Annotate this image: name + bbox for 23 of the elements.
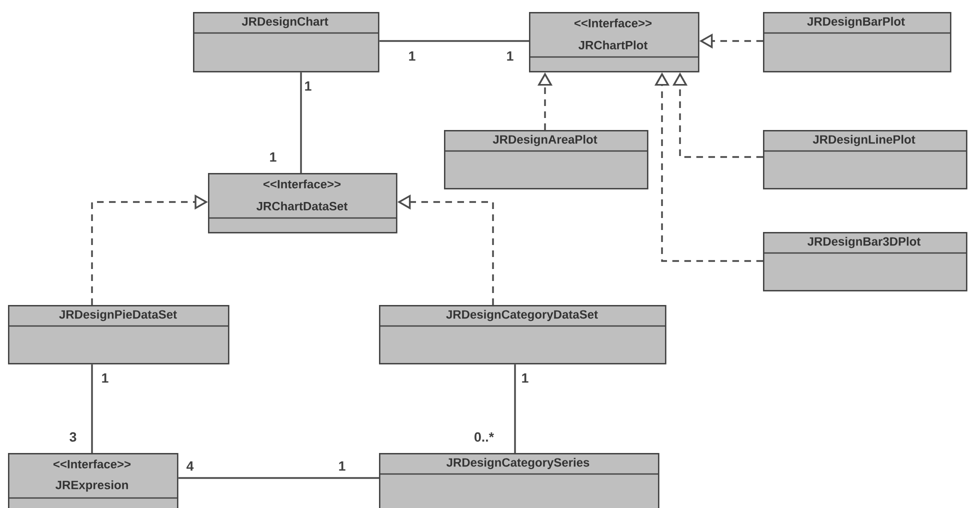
association-line bbox=[91, 364, 93, 453]
multiplicity-label: 1 bbox=[507, 51, 514, 61]
class-box: JRDesignLinePlot bbox=[763, 130, 968, 190]
class-box: JRDesignCategorySeries bbox=[379, 453, 660, 508]
multiplicity-label: 1 bbox=[522, 373, 528, 383]
class-box: JRDesignBarPlot bbox=[763, 12, 952, 72]
association-line bbox=[300, 72, 302, 173]
class-box: <<Interface>> JRChartDataSet bbox=[208, 173, 398, 234]
multiplicity-label: 1 bbox=[339, 461, 346, 471]
class-box: JRDesignAreaPlot bbox=[444, 130, 648, 190]
multiplicity-label: 1 bbox=[409, 51, 416, 61]
class-box: <<Interface>> JRExpresion bbox=[8, 453, 178, 508]
class-box: <<Interface>> JRChartPlot bbox=[529, 12, 700, 72]
multiplicity-label: 4 bbox=[186, 461, 194, 471]
multiplicity-label: 1 bbox=[305, 81, 312, 91]
class-box: JRDesignChart bbox=[193, 12, 380, 72]
association-line bbox=[514, 364, 516, 453]
association-line bbox=[178, 477, 379, 479]
class-box: JRDesignPieDataSet bbox=[8, 305, 230, 364]
association-line bbox=[379, 40, 529, 42]
class-box: JRDesignCategoryDataSet bbox=[379, 305, 666, 364]
multiplicity-label: 1 bbox=[102, 373, 108, 383]
class-box: JRDesignBar3DPlot bbox=[763, 232, 968, 292]
